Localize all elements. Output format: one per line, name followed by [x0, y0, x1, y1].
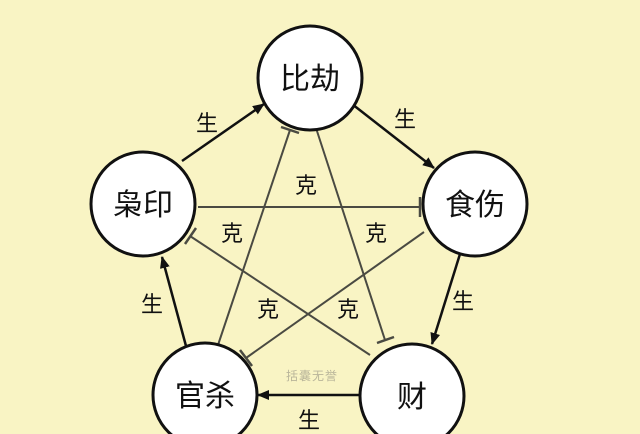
ke-label: 克 [365, 222, 387, 247]
node-label-shiyang: 食伤 [445, 188, 505, 223]
ke-lines [183, 125, 425, 367]
sheng-label: 生 [196, 112, 218, 137]
ke-bar-bijie [280, 125, 300, 135]
sheng-label: 生 [452, 290, 474, 315]
sheng-arrow-shiyang-cai [430, 253, 462, 345]
node-cai: 财 [358, 342, 466, 434]
ke-label: 克 [295, 174, 317, 199]
sheng-labels: 生 生 生 生 生 [141, 108, 474, 434]
node-guansha: 官杀 [151, 341, 259, 434]
node-label-xiaoyin: 枭印 [113, 188, 173, 223]
node-shiyang: 食伤 [421, 150, 529, 258]
sheng-arrows [160, 102, 462, 400]
node-circle [89, 150, 197, 258]
sheng-arrow-guansha-xiaoyin [160, 256, 188, 347]
ke-line-guansha-bijie [217, 129, 291, 346]
node-label-cai: 财 [397, 380, 427, 415]
ke-labels: 克 克 克 克 克 [221, 174, 387, 323]
node-circle [151, 341, 259, 434]
sheng-label: 生 [298, 409, 320, 434]
node-circle [358, 342, 466, 434]
ke-label: 克 [221, 222, 243, 247]
node-circle [256, 24, 364, 132]
ke-bar-xiaoyin [183, 227, 198, 245]
watermark-text: 括囊无誉 [286, 368, 338, 383]
node-bijie: 比劫 [256, 24, 364, 132]
ke-line-shiyang-guansha [245, 231, 425, 359]
ke-label: 克 [337, 298, 359, 323]
node-circle [421, 150, 529, 258]
sheng-arrow-xiaoyin-bijie [181, 102, 265, 163]
sheng-label: 生 [394, 108, 416, 133]
node-label-guansha: 官杀 [175, 379, 235, 414]
ke-bar-cai [376, 335, 395, 345]
sheng-label: 生 [141, 293, 163, 318]
sheng-arrow-bijie-shiyang [351, 103, 435, 169]
ke-line-cai-xiaoyin [189, 235, 371, 356]
ke-bar-guansha [239, 349, 253, 367]
ke-line-bijie-cai [315, 127, 386, 341]
ke-label: 克 [257, 298, 279, 323]
node-label-bijie: 比劫 [280, 62, 340, 97]
node-xiaoyin: 枭印 [89, 150, 197, 258]
